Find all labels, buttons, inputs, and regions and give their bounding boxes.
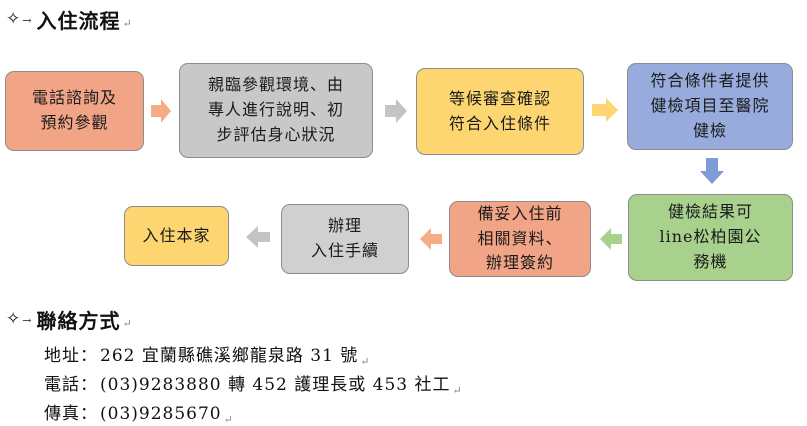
step-1-box: 電話諮詢及 預約參觀: [5, 71, 144, 151]
contact-address-value: 262 宜蘭縣礁溪鄉龍泉路 31 號: [100, 346, 359, 366]
step-2-box: 親臨參觀環境、由 專人進行說明、初 步評估身心狀況: [179, 63, 373, 158]
contact-phone-value: (03)9283880 轉 452 護理長或 453 社工: [100, 375, 451, 395]
step-4-text: 符合條件者提供 健檢項目至醫院 健檢: [650, 71, 770, 140]
step-1-text: 電話諮詢及 預約參觀: [31, 88, 117, 132]
contact-heading-text: 聯絡方式: [36, 308, 121, 333]
arrow-right-orange: [151, 99, 171, 123]
contact-address-label: 地址：: [44, 346, 98, 366]
paragraph-mark-icon: ↵: [122, 316, 133, 330]
paragraph-mark-icon: ↵: [223, 413, 234, 426]
arrow-step4-to-step5: [700, 158, 724, 184]
step-5-box: 健檢結果可 line松柏園公 務機: [628, 194, 793, 281]
arrow-down-blue: [700, 158, 724, 184]
step-7-text: 辦理 入住手續: [310, 216, 379, 260]
contact-address: 地址：262 宜蘭縣礁溪鄉龍泉路 31 號↵: [44, 341, 371, 368]
step-2-text: 親臨參觀環境、由 專人進行說明、初 步評估身心狀況: [207, 75, 344, 144]
arrow-step5-to-step6: [600, 228, 622, 250]
contact-fax-value: (03)9285670: [100, 404, 222, 424]
arrow-step6-to-step7: [420, 228, 442, 250]
step-5-text: 健檢結果可 line松柏園公 務機: [659, 202, 762, 271]
step-6-box: 備妥入住前 相關資料、 辦理簽約: [449, 201, 591, 277]
small-right-arrow-icon: →: [22, 13, 33, 27]
arrow-left-orange: [420, 228, 442, 250]
step-3-text: 等候審查確認 符合入住條件: [448, 88, 551, 133]
paragraph-mark-icon: ↵: [122, 16, 133, 30]
step-3-box: 等候審查確認 符合入住條件: [416, 68, 584, 155]
step-8-text: 入住本家: [142, 225, 211, 245]
small-right-arrow-icon: →: [22, 313, 33, 327]
arrow-step3-to-step4: [592, 98, 618, 122]
contact-heading: ✧ → 聯絡方式 ↵: [6, 306, 133, 333]
process-heading-text: 入住流程: [36, 8, 121, 33]
arrow-left-gray: [246, 226, 270, 248]
step-7-box: 辦理 入住手續: [281, 204, 409, 274]
four-point-star-icon: ✧: [6, 9, 22, 29]
step-8-box: 入住本家: [124, 206, 229, 266]
contact-phone-label: 電話：: [44, 375, 98, 395]
contact-fax: 傳真：(03)9285670↵: [44, 399, 234, 426]
paragraph-mark-icon: ↵: [360, 355, 371, 368]
arrow-step7-to-step8: [246, 226, 270, 248]
process-heading: ✧ → 入住流程 ↵: [6, 6, 133, 33]
contact-phone: 電話：(03)9283880 轉 452 護理長或 453 社工↵: [44, 370, 463, 397]
step-6-text: 備妥入住前 相關資料、 辦理簽約: [477, 203, 563, 273]
arrow-step1-to-step2: [151, 99, 171, 123]
contact-fax-label: 傳真：: [44, 404, 98, 424]
arrow-step2-to-step3: [385, 99, 407, 123]
arrow-left-green: [600, 228, 622, 250]
four-point-star-icon: ✧: [6, 309, 22, 329]
arrow-right-yellow: [592, 98, 618, 122]
step-4-box: 符合條件者提供 健檢項目至醫院 健檢: [627, 63, 793, 150]
arrow-right-gray: [385, 99, 407, 123]
paragraph-mark-icon: ↵: [452, 384, 463, 397]
